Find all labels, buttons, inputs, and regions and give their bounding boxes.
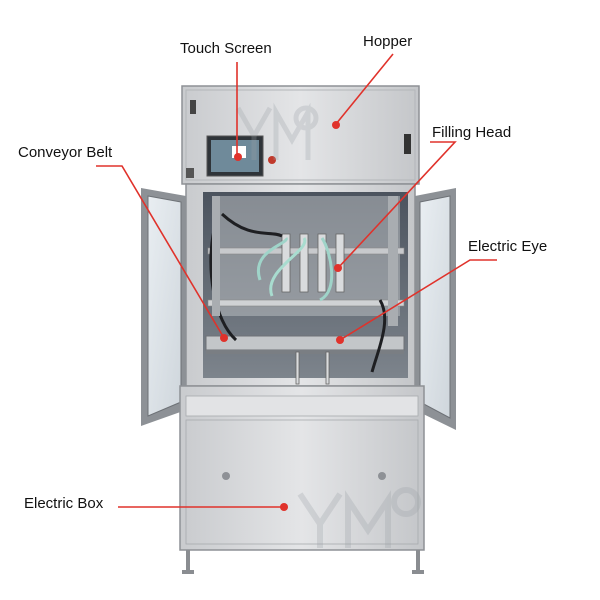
electric-eye-callout-dot: [336, 336, 344, 344]
conveyor-belt-callout-line: [96, 165, 225, 339]
hopper-label: Hopper: [363, 33, 413, 50]
touch-screen-label: Touch Screen: [180, 40, 272, 57]
filling-head-callout-dot: [334, 264, 342, 272]
touch-screen-callout-dot: [234, 153, 242, 161]
electric-eye-callout-line: [339, 259, 497, 341]
hopper-callout-dot: [332, 121, 340, 129]
conveyor-belt-label: Conveyor Belt: [18, 144, 113, 161]
watermark-logo-lower: [297, 487, 421, 548]
electric-box-label: Electric Box: [24, 495, 104, 512]
interior-mechanics: [205, 196, 405, 385]
watermark-logo-upper: [235, 102, 319, 160]
conveyor-belt-callout-dot: [220, 334, 228, 342]
machine-feet: [182, 550, 424, 574]
electric-eye-label: Electric Eye: [468, 238, 548, 255]
filling-head-label: Filling Head: [432, 124, 512, 141]
right-door: [415, 188, 456, 430]
electric-box-cabinet: [179, 385, 425, 551]
hopper-callout-line: [335, 53, 394, 125]
filling-head-callout-line: [337, 141, 457, 269]
callout-dots: [220, 121, 344, 511]
electric-box-callout-dot: [280, 503, 288, 511]
callout-lines: [96, 53, 497, 508]
